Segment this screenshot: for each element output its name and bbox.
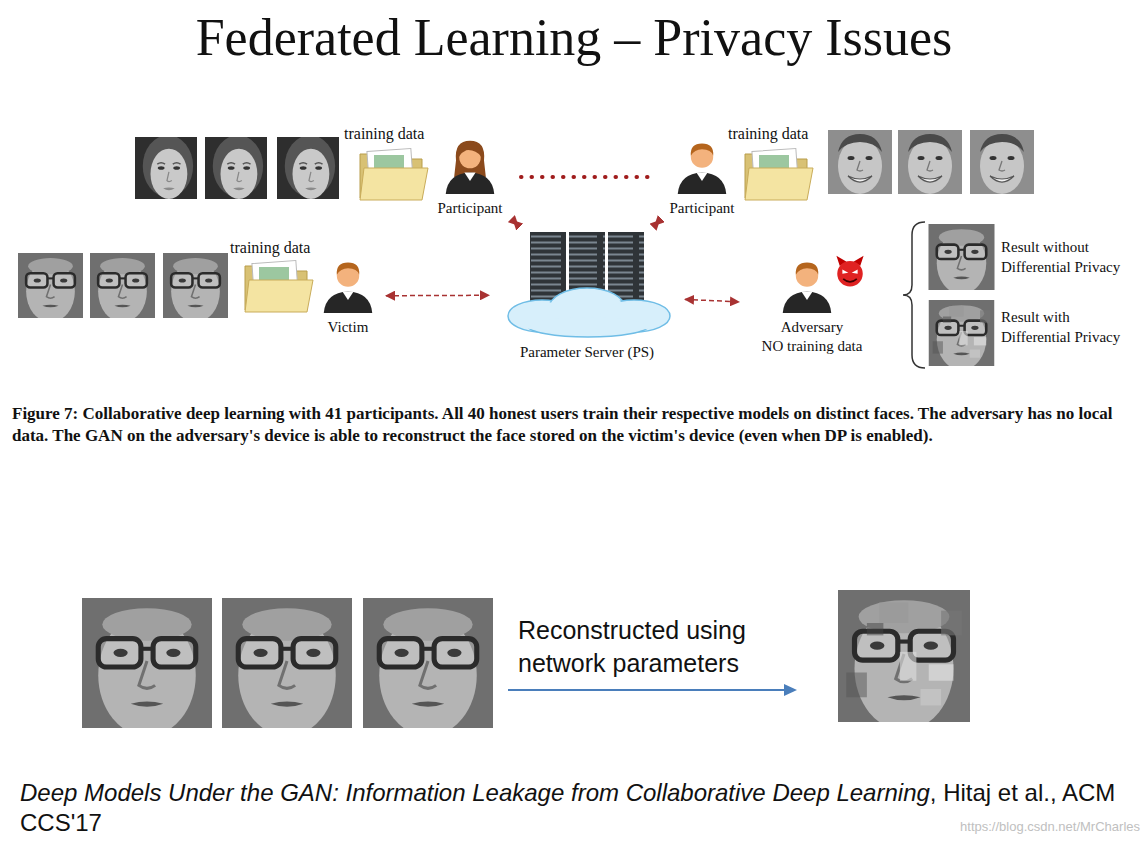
result-photo (929, 300, 995, 370)
arrow-head (784, 684, 797, 696)
node-label: Parameter Server (PS) (492, 343, 682, 362)
participant-node: Participant (655, 136, 749, 218)
result-label: Result without Differential Privacy (1001, 238, 1143, 277)
folders (245, 149, 813, 312)
face-photo (363, 598, 493, 736)
node-label: Participant (422, 199, 518, 218)
icon-part (678, 144, 727, 194)
folder-icon (245, 261, 313, 312)
node-label: Adversary (742, 318, 882, 337)
face-photo (222, 598, 352, 736)
face-photo (82, 598, 212, 736)
watermark: https://blog.csdn.net/MrCharles (960, 819, 1140, 834)
dashed-connector (685, 299, 739, 301)
face-photo (277, 135, 339, 199)
icon-part (446, 141, 495, 194)
slide-title: Federated Learning – Privacy Issues (0, 8, 1148, 67)
participant-node: Participant (422, 136, 518, 218)
bracket (903, 222, 925, 368)
data-label: training data (344, 125, 424, 143)
node-icon (757, 255, 867, 315)
result-photo (929, 224, 995, 294)
face-photo (970, 130, 1034, 194)
face-photo (205, 135, 267, 199)
node-label: Victim (313, 318, 383, 337)
face-photo (18, 253, 83, 322)
data-label: training data (728, 125, 808, 143)
data-label: training data (230, 239, 310, 257)
folder-icon (360, 149, 428, 200)
dashed-connector (655, 221, 659, 225)
face-photo (163, 253, 228, 322)
node-icon (492, 228, 682, 340)
node-icon (320, 255, 376, 315)
node-label: Participant (655, 199, 749, 218)
adversary-node: AdversaryNO training data (742, 255, 882, 356)
icon-part (324, 263, 373, 313)
face-photos (18, 130, 1034, 322)
face-photo (898, 130, 962, 194)
face-photo (828, 130, 892, 194)
reconstructed-photo (838, 590, 970, 730)
dashed-connector (514, 221, 518, 225)
victim-node: Victim (313, 255, 383, 337)
node-label: NO training data (742, 337, 882, 356)
icon-part (783, 263, 832, 313)
icon-part (836, 256, 863, 287)
figure-caption: Figure 7: Collaborative deep learning wi… (12, 403, 1136, 447)
icon-part (508, 232, 670, 337)
folder-icon (745, 149, 813, 200)
face-photo (90, 253, 155, 322)
node-icon (674, 136, 730, 196)
node-icon (442, 136, 498, 196)
citation-title: Deep Models Under the GAN: Information L… (20, 779, 930, 806)
face-photo (135, 135, 197, 199)
parameter-server-node: Parameter Server (PS) (492, 228, 682, 362)
arrow-note: Reconstructed using network parameters (518, 614, 790, 680)
dotted-link (521, 175, 652, 179)
reconstruct-arrow (508, 689, 786, 691)
result-label: Result with Differential Privacy (1001, 308, 1143, 347)
dashed-connector (386, 295, 489, 297)
